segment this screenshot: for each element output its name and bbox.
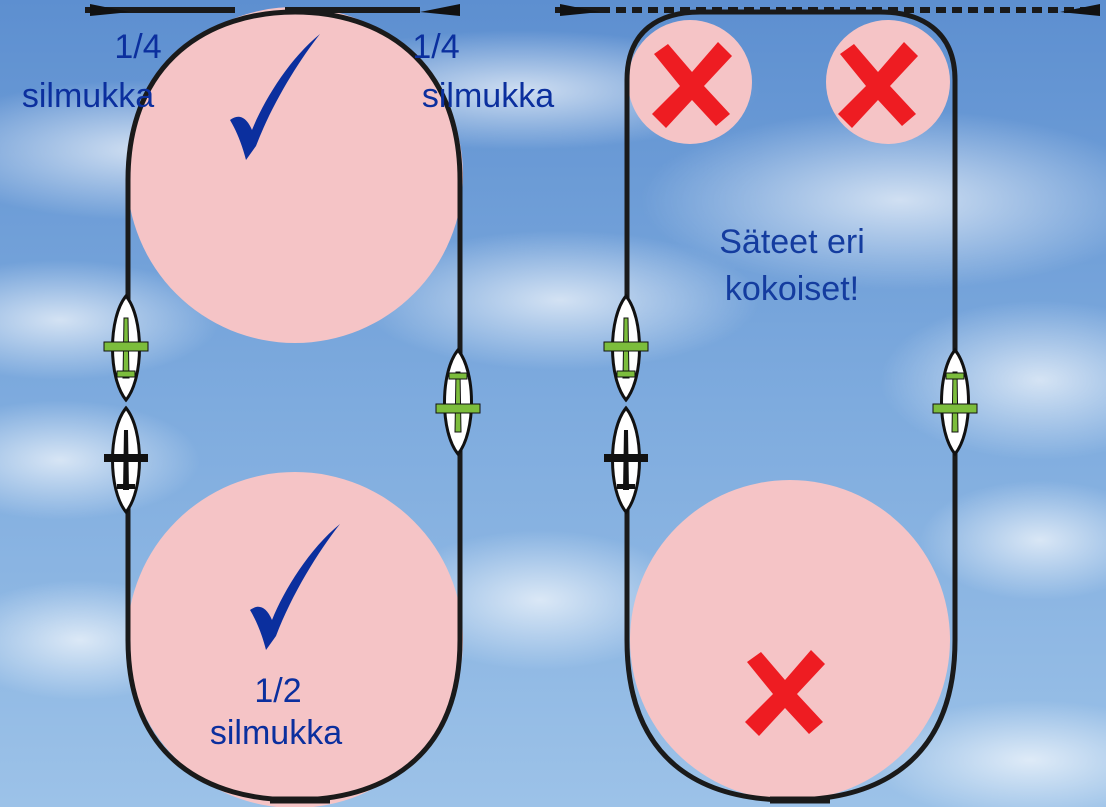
incorrect-figure: Säteet eri kokoiset!: [555, 4, 1100, 804]
large-loop-circle: [630, 480, 950, 800]
half-loop-word: silmukka: [210, 714, 342, 752]
left-quarter-loop-fraction: 1/4: [114, 28, 161, 66]
lower-loop-circle: [127, 472, 463, 807]
left-quarter-loop-word: silmukka: [22, 77, 154, 115]
note-line-2: kokoiset!: [725, 270, 859, 308]
half-loop-fraction: 1/2: [254, 672, 301, 710]
upper-loop-path: [624, 9, 958, 360]
right-quarter-loop-word: silmukka: [422, 77, 554, 115]
arrow-icon: [90, 4, 130, 16]
correct-figure: 1/4 silmukka 1/4 silmukka 1/2 silmukka: [22, 4, 554, 807]
upper-loop-circle: [127, 7, 463, 343]
note-line-1: Säteet eri: [719, 223, 865, 261]
upper-loop-path: [125, 9, 463, 360]
right-quarter-loop-fraction: 1/4: [412, 28, 459, 66]
